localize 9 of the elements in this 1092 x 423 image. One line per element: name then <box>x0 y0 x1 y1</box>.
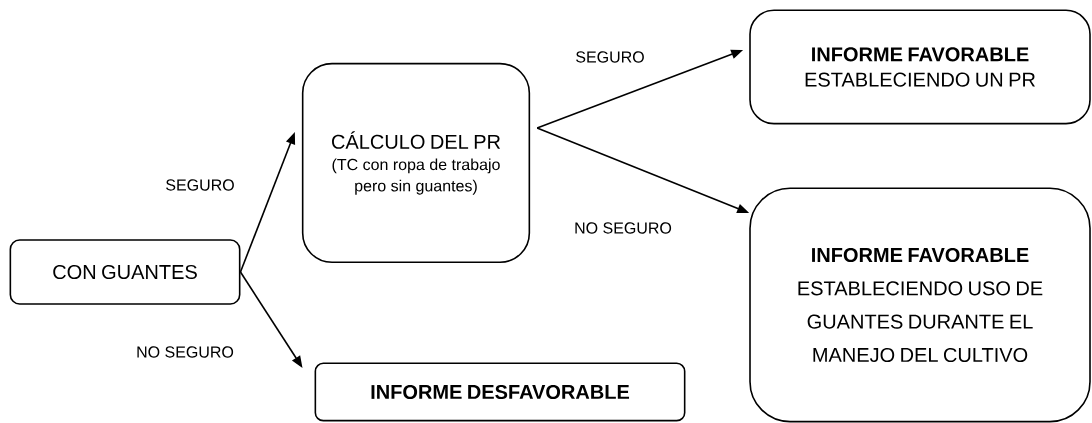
edge-label: SEGURO <box>164 178 236 192</box>
edge-label: NO SEGURO <box>572 221 674 235</box>
edge-label: SEGURO <box>574 50 646 64</box>
edge-label: NO SEGURO <box>134 345 236 359</box>
process-box: INFORME DESFAVORABLE <box>314 362 686 422</box>
process-box: INFORME FAVORABLE ESTABLECIENDO UN PR <box>749 9 1091 125</box>
process-box: CÁLCULO DEL PR (TC con ropa de trabajo pero sin guantes) <box>301 62 531 264</box>
process-box: INFORME FAVORABLE ESTABLECIENDO USO DE GUANTES DURANTE EL MANEJO DEL CULTIVO <box>749 187 1091 423</box>
process-box: CON GUANTES <box>9 239 241 305</box>
